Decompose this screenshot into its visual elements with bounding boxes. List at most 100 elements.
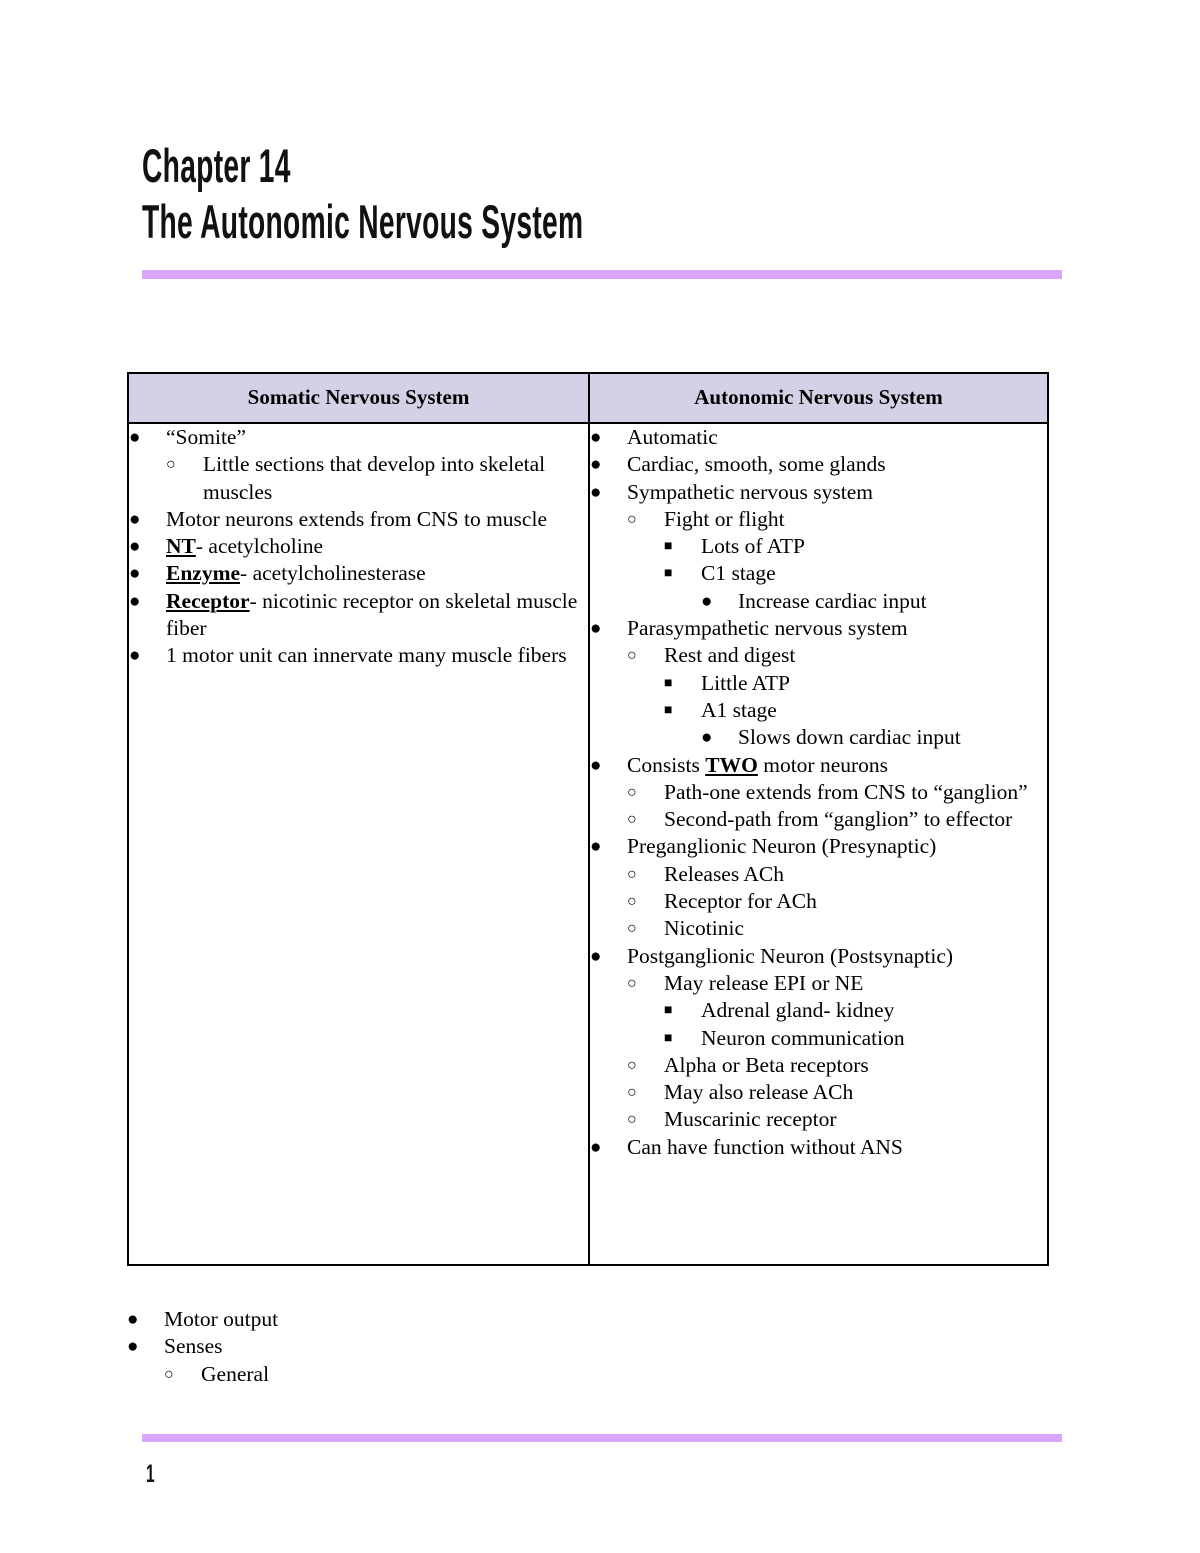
list-item: ○Rest and digest■Little ATP■A1 stage●Slo… xyxy=(627,642,1047,751)
disc-bullet-icon: ● xyxy=(590,454,602,476)
list-item: ■Neuron communication xyxy=(664,1025,1047,1052)
list-item: ●Postganglionic Neuron (Postsynaptic)○Ma… xyxy=(590,943,1047,1134)
list-item-text: Cardiac, smooth, some glands xyxy=(627,452,886,477)
list-item-text: NT- acetylcholine xyxy=(166,534,324,559)
list-item-text: Fight or flight xyxy=(664,506,785,531)
square-bullet-icon: ■ xyxy=(664,566,673,582)
post-table-bullet-list: ●Motor output●Senses○General xyxy=(127,1306,1047,1388)
list-item: ○ Muscarinic receptor xyxy=(627,1106,1047,1133)
list-item-text: Motor neurons extends from CNS to muscle xyxy=(166,506,547,531)
list-item: ●Can have function without ANS xyxy=(590,1134,1047,1161)
list-item-text: Little sections that develop into skelet… xyxy=(203,452,546,504)
disc-bullet-icon: ● xyxy=(701,727,713,749)
circle-bullet-icon: ○ xyxy=(627,783,637,801)
list-item: ■ Adrenal gland- kidney xyxy=(664,997,1047,1024)
emphasized-term: Receptor xyxy=(166,588,250,613)
square-bullet-icon: ■ xyxy=(664,1003,673,1019)
bullet-list-level-1: ●Motor output●Senses○General xyxy=(127,1306,1047,1388)
list-item: ●NT- acetylcholine xyxy=(129,533,588,560)
table-header-autonomic: Autonomic Nervous System xyxy=(588,372,1049,424)
bullet-list-level-1: ●“Somite”○Little sections that develop i… xyxy=(129,424,588,670)
table-cell-somatic: ●“Somite”○Little sections that develop i… xyxy=(127,422,590,1266)
list-item-text: Consists TWO motor neurons xyxy=(627,752,889,777)
list-item-text: Increase cardiac input xyxy=(738,588,927,613)
circle-bullet-icon: ○ xyxy=(166,456,176,474)
list-item: ○Fight or flight■Lots of ATP■C1 stage●In… xyxy=(627,506,1047,615)
list-item-text: Lots of ATP xyxy=(701,534,805,559)
disc-bullet-icon: ● xyxy=(129,590,141,612)
list-item-text: May release EPI or NE xyxy=(664,970,864,995)
disc-bullet-icon: ● xyxy=(129,645,141,667)
disc-bullet-icon: ● xyxy=(129,508,141,530)
circle-bullet-icon: ○ xyxy=(627,1084,637,1102)
table-header-somatic: Somatic Nervous System xyxy=(127,372,590,424)
list-item: ○Releases ACh xyxy=(627,861,1047,888)
list-item-text: Path-one extends from CNS to “ganglion” xyxy=(664,779,1028,804)
disc-bullet-icon: ● xyxy=(590,836,602,858)
list-item-text: Adrenal gland- kidney xyxy=(701,998,895,1023)
disc-bullet-icon: ● xyxy=(590,945,602,967)
list-item: ○Nicotinic xyxy=(627,915,1047,942)
bullet-list-level-3: ■Little ATP■A1 stage●Slows down cardiac … xyxy=(664,670,1047,752)
disc-bullet-icon: ● xyxy=(129,427,141,448)
list-item-text: Muscarinic receptor xyxy=(664,1107,837,1132)
emphasized-term: Enzyme xyxy=(166,561,241,586)
square-bullet-icon: ■ xyxy=(664,539,673,555)
circle-bullet-icon: ○ xyxy=(627,510,637,528)
list-item-text: Second-path from “ganglion” to effector xyxy=(664,807,1013,832)
list-item-text: Alpha or Beta receptors xyxy=(664,1052,869,1077)
bullet-list-level-3: ■ Adrenal gland- kidney■Neuron communicat… xyxy=(664,997,1047,1052)
circle-bullet-icon: ○ xyxy=(627,1056,637,1074)
emphasized-term: TWO xyxy=(705,752,758,777)
square-bullet-icon: ■ xyxy=(664,702,673,718)
list-item: ● Preganglionic Neuron (Presynaptic)○Rele… xyxy=(590,833,1047,942)
autonomic-bullet-list: ●Automatic●Cardiac, smooth, some glands●… xyxy=(590,424,1047,1161)
list-item: ● Receptor- nicotinic receptor on skeleta… xyxy=(129,588,588,643)
comparison-table: Somatic Nervous System Autonomic Nervous… xyxy=(127,372,1049,1266)
list-item-text: Rest and digest xyxy=(664,643,796,668)
list-item-text: Motor output xyxy=(164,1307,279,1331)
disc-bullet-icon: ● xyxy=(129,563,141,585)
table-body-row: ●“Somite”○Little sections that develop i… xyxy=(127,422,1049,1266)
list-item: ○May also release ACh xyxy=(627,1079,1047,1106)
chapter-subtitle-line: The Autonomic Nervous System xyxy=(142,195,584,248)
list-item-text: A1 stage xyxy=(701,697,777,722)
square-bullet-icon: ■ xyxy=(664,675,673,691)
bullet-list-level-2: ○ Little sections that develop into skele… xyxy=(166,451,588,506)
disc-bullet-icon: ● xyxy=(590,754,602,776)
square-bullet-icon: ■ xyxy=(664,1030,673,1046)
circle-bullet-icon: ○ xyxy=(627,647,637,665)
chapter-title-line: Chapter 14 xyxy=(142,139,291,192)
list-item-text: Preganglionic Neuron (Presynaptic) xyxy=(627,834,937,859)
circle-bullet-icon: ○ xyxy=(627,865,637,883)
list-item: ● Cardiac, smooth, some glands xyxy=(590,451,1047,478)
list-item: ○ Path-one extends from CNS to “ganglion” xyxy=(627,779,1047,806)
circle-bullet-icon: ○ xyxy=(627,1111,637,1129)
list-item: ■ Lots of ATP xyxy=(664,533,1047,560)
list-item: ○Second-path from “ganglion” to effector xyxy=(627,806,1047,833)
list-item-text: Little ATP xyxy=(701,670,790,695)
comparison-table-container: Somatic Nervous System Autonomic Nervous… xyxy=(127,372,1049,1266)
list-item: ■A1 stage●Slows down cardiac input xyxy=(664,697,1047,752)
list-item: ●Motor output xyxy=(127,1306,1047,1333)
footer-divider-rule xyxy=(142,1434,1062,1442)
bullet-list-level-2: ○Fight or flight■Lots of ATP■C1 stage●In… xyxy=(627,506,1047,615)
bullet-list-level-2: ○Releases ACh○Receptor for ACh○Nicotinic xyxy=(627,861,1047,943)
list-item: ●Enzyme- acetylcholinesterase xyxy=(129,560,588,587)
list-item-text: Nicotinic xyxy=(664,916,745,941)
list-item: ● Consists TWO motor neurons ○ Path-one ext… xyxy=(590,752,1047,834)
list-item-text: Parasympathetic nervous system xyxy=(627,616,908,641)
table-cell-autonomic: ●Automatic●Cardiac, smooth, some glands●… xyxy=(588,422,1049,1266)
list-item-text: Receptor- nicotinic receptor on skeletal… xyxy=(166,588,578,641)
bullet-list-level-2: ○ May release EPI or NE ■ Adrenal gland- ki… xyxy=(627,970,1047,1134)
list-item: ■ Little ATP xyxy=(664,670,1047,697)
list-item-text: Postganglionic Neuron (Postsynaptic) xyxy=(627,943,954,968)
list-item: ● Motor neurons extends from CNS to muscl… xyxy=(129,506,588,533)
disc-bullet-icon: ● xyxy=(127,1336,139,1358)
post-table-notes: ●Motor output●Senses○General xyxy=(127,1306,1047,1388)
disc-bullet-icon: ● xyxy=(590,427,602,448)
list-item: ● Parasympathetic nervous system ○ Rest and… xyxy=(590,615,1047,751)
disc-bullet-icon: ● xyxy=(701,590,713,612)
list-item: ●“Somite”○Little sections that develop i… xyxy=(129,424,588,506)
